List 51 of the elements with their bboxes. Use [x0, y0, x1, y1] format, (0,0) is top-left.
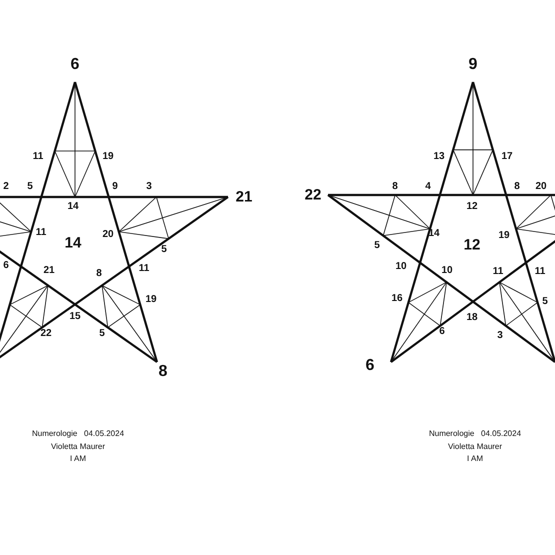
number-label: 8 — [514, 182, 520, 192]
number-label: 6 — [70, 57, 80, 73]
number-label: 9 — [112, 182, 118, 192]
number-label: 13 — [433, 152, 445, 162]
number-label: 14 — [67, 202, 79, 212]
caption-text: Numerologie 04.05.2024 — [428, 430, 522, 438]
number-label: 19 — [102, 152, 114, 162]
number-label: 22 — [304, 188, 322, 202]
number-label: 11 — [534, 267, 546, 277]
number-label: 22 — [40, 329, 52, 339]
number-label: 18 — [466, 313, 478, 323]
number-label: 6 — [366, 358, 374, 374]
number-label: 11 — [36, 228, 46, 238]
number-label: 16 — [391, 294, 403, 304]
number-label: 11 — [138, 264, 150, 274]
number-label: 11 — [32, 152, 44, 162]
number-label: 9 — [468, 57, 478, 73]
number-label: 11 — [492, 267, 504, 277]
number-label: 8 — [158, 364, 168, 380]
number-label: 3 — [497, 331, 503, 341]
number-label: 6 — [3, 261, 9, 271]
number-label: 8 — [392, 182, 398, 192]
number-label: 21 — [236, 190, 252, 204]
number-label: 12 — [464, 238, 480, 252]
number-label: 15 — [69, 312, 81, 322]
number-label: 5 — [374, 241, 380, 251]
caption-text: Numerologie 04.05.2024 — [32, 430, 124, 438]
number-label: 4 — [425, 182, 431, 192]
number-label: 5 — [161, 245, 167, 255]
caption-text: I AM — [467, 455, 483, 463]
number-label: 14 — [64, 236, 82, 250]
number-label: 8 — [96, 269, 102, 279]
caption-text: Violetta Maurer — [50, 443, 106, 451]
number-label: 5 — [99, 329, 105, 339]
number-label: 14 — [428, 229, 440, 239]
number-label: 12 — [466, 202, 478, 212]
number-label: 10 — [441, 266, 453, 276]
caption-text: I AM — [70, 455, 86, 463]
caption-text: Violetta Maurer — [448, 443, 502, 451]
number-label: 21 — [43, 266, 55, 276]
number-label: 10 — [395, 262, 407, 272]
number-label: 19 — [145, 295, 157, 305]
number-label: 5 — [27, 182, 33, 192]
number-label: 20 — [535, 182, 547, 192]
number-label: 20 — [102, 230, 114, 240]
number-label: 19 — [498, 231, 510, 241]
number-label: 5 — [542, 297, 548, 307]
number-label: 17 — [501, 152, 513, 162]
number-label: 3 — [146, 182, 152, 192]
number-label: 2 — [3, 182, 9, 192]
number-label: 6 — [439, 327, 445, 337]
